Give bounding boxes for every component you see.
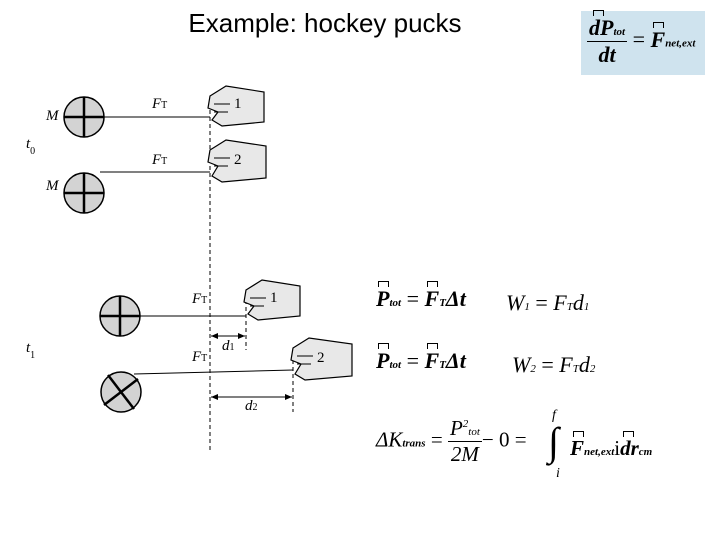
hand-1-number-t1: 1 xyxy=(270,290,278,306)
integral-upper-limit: f xyxy=(552,408,556,423)
d1-label: d1 xyxy=(222,338,235,354)
slide-title: Example: hockey pucks xyxy=(188,8,462,38)
hand-2-t1 xyxy=(290,337,353,381)
work-equation-2: W2 = FTd2 xyxy=(512,352,596,377)
time-label-t0: t0 xyxy=(26,136,36,157)
hand-2-t0 xyxy=(207,139,267,183)
hand-1-t1 xyxy=(243,279,301,321)
force-label-1-t1: FT xyxy=(192,291,208,307)
newton-fraction: dPtot dt xyxy=(587,10,628,68)
newton-num: dP xyxy=(589,10,614,40)
momentum-equation-2: Ptot = FTΔt xyxy=(376,343,466,373)
momentum-equation-1: Ptot = FTΔt xyxy=(376,281,466,311)
work-equation-1: W1 = FTd1 xyxy=(506,290,590,315)
force-label-2-t0: FT xyxy=(152,152,168,168)
d2-label: d2 xyxy=(245,398,258,414)
newton-num-sub: tot xyxy=(613,26,626,38)
time-label-t1: t1 xyxy=(26,340,36,361)
newton-den: dt xyxy=(598,42,616,67)
force-label-1-t0: FT xyxy=(152,96,168,112)
integral-lower-limit: i xyxy=(556,466,560,481)
newton-equation-box: dPtot dt = Fnet,ext xyxy=(581,10,705,75)
string-2-t1 xyxy=(133,369,294,375)
newton-equation: dPtot dt = Fnet,ext xyxy=(587,10,696,68)
force-label-2-t1: FT xyxy=(192,349,208,365)
newton-rhs: F xyxy=(650,21,666,52)
mass-label-2: M xyxy=(46,178,59,194)
hand-1-number-t0: 1 xyxy=(234,96,242,112)
mass-label-1: M xyxy=(46,108,59,124)
hand-2-number-t1: 2 xyxy=(317,350,325,366)
kinetic-energy-equation: ΔKtrans = P2tot 2M − 0 = xyxy=(376,416,527,466)
integrand: Fnet,extidrcm xyxy=(570,431,653,460)
hand-2-number-t0: 2 xyxy=(234,152,242,168)
hand-1-t0 xyxy=(207,85,265,127)
newton-rhs-sub: net,ext xyxy=(665,37,696,50)
integral-sign: ∫ xyxy=(548,419,559,464)
